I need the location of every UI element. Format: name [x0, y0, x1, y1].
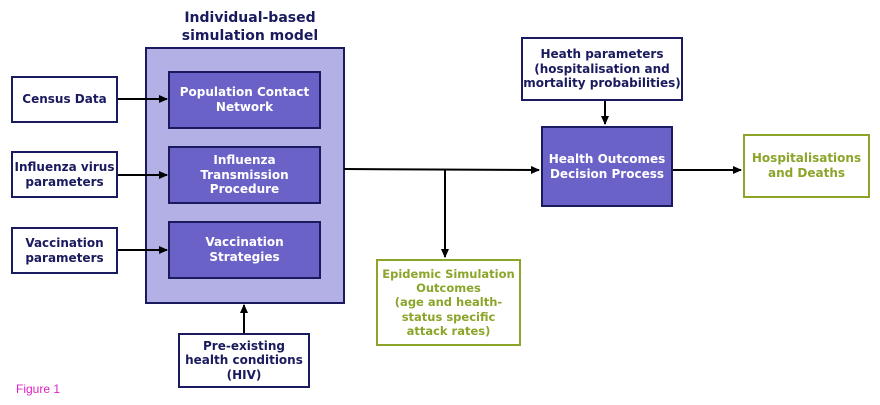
decision-line2: Decision Process — [549, 166, 665, 181]
component-strategies-line2: Strategies — [209, 250, 280, 264]
epidemic-line3: (age and health- — [394, 295, 503, 310]
model-title: Individual-based simulation model — [172, 10, 328, 45]
input-vaccination: Vaccination parameters — [11, 227, 118, 274]
input-health-parameters: Heath parameters (hospitalisation and mo… — [521, 37, 683, 101]
epidemic-line4: status specific — [401, 309, 496, 324]
output-final-line2: and Deaths — [767, 166, 846, 180]
component-strategies-line1: Vaccination — [205, 235, 284, 250]
health-params-line2: (hospitalisation and — [534, 61, 670, 76]
component-transmission-line2: Transmission — [200, 167, 289, 182]
output-epidemic-simulation: Epidemic Simulation Outcomes (age and he… — [376, 259, 521, 346]
input-influenza-line2: parameters — [25, 174, 104, 189]
input-preexisting-conditions: Pre-existing health conditions (HIV) — [178, 333, 310, 388]
preexisting-line3: (HIV) — [226, 367, 262, 382]
input-census-label: Census Data — [22, 92, 107, 107]
preexisting-line2: health conditions — [185, 353, 303, 368]
preexisting-line1: Pre-existing — [203, 338, 285, 353]
component-transmission-line3: Procedure — [209, 182, 280, 197]
component-population-network: Population Contact Network — [168, 71, 321, 129]
epidemic-line5: attack rates) — [406, 323, 491, 338]
component-vaccination-strategies: Vaccination Strategies — [168, 221, 321, 279]
decision-line1: Health Outcomes — [548, 151, 666, 166]
output-hospitalisations-deaths: Hospitalisations and Deaths — [743, 134, 870, 198]
component-network-line1: Population Contact — [179, 85, 310, 100]
epidemic-line2: Outcomes — [416, 281, 481, 296]
figure-label: Figure 1 — [16, 382, 61, 396]
arrow-model-to-decision — [343, 165, 540, 174]
output-final-line1: Hospitalisations — [751, 151, 862, 166]
input-census-data: Census Data — [11, 76, 118, 123]
input-influenza-line1: Influenza virus — [14, 159, 115, 174]
input-vaccination-line1: Vaccination — [25, 235, 104, 250]
component-transmission-line1: Influenza — [213, 153, 276, 168]
health-outcomes-decision-process: Health Outcomes Decision Process — [541, 126, 673, 207]
model-title-line1: Individual-based — [184, 10, 316, 26]
component-network-line2: Network — [215, 100, 274, 114]
input-vaccination-line2: parameters — [25, 250, 104, 265]
health-params-line3: mortality probabilities) — [523, 76, 681, 91]
health-params-line1: Heath parameters — [540, 47, 664, 62]
input-influenza-virus: Influenza virus parameters — [11, 151, 118, 198]
model-title-line2: simulation model — [181, 27, 319, 44]
epidemic-line1: Epidemic Simulation — [382, 267, 515, 282]
component-influenza-transmission: Influenza Transmission Procedure — [168, 146, 321, 204]
